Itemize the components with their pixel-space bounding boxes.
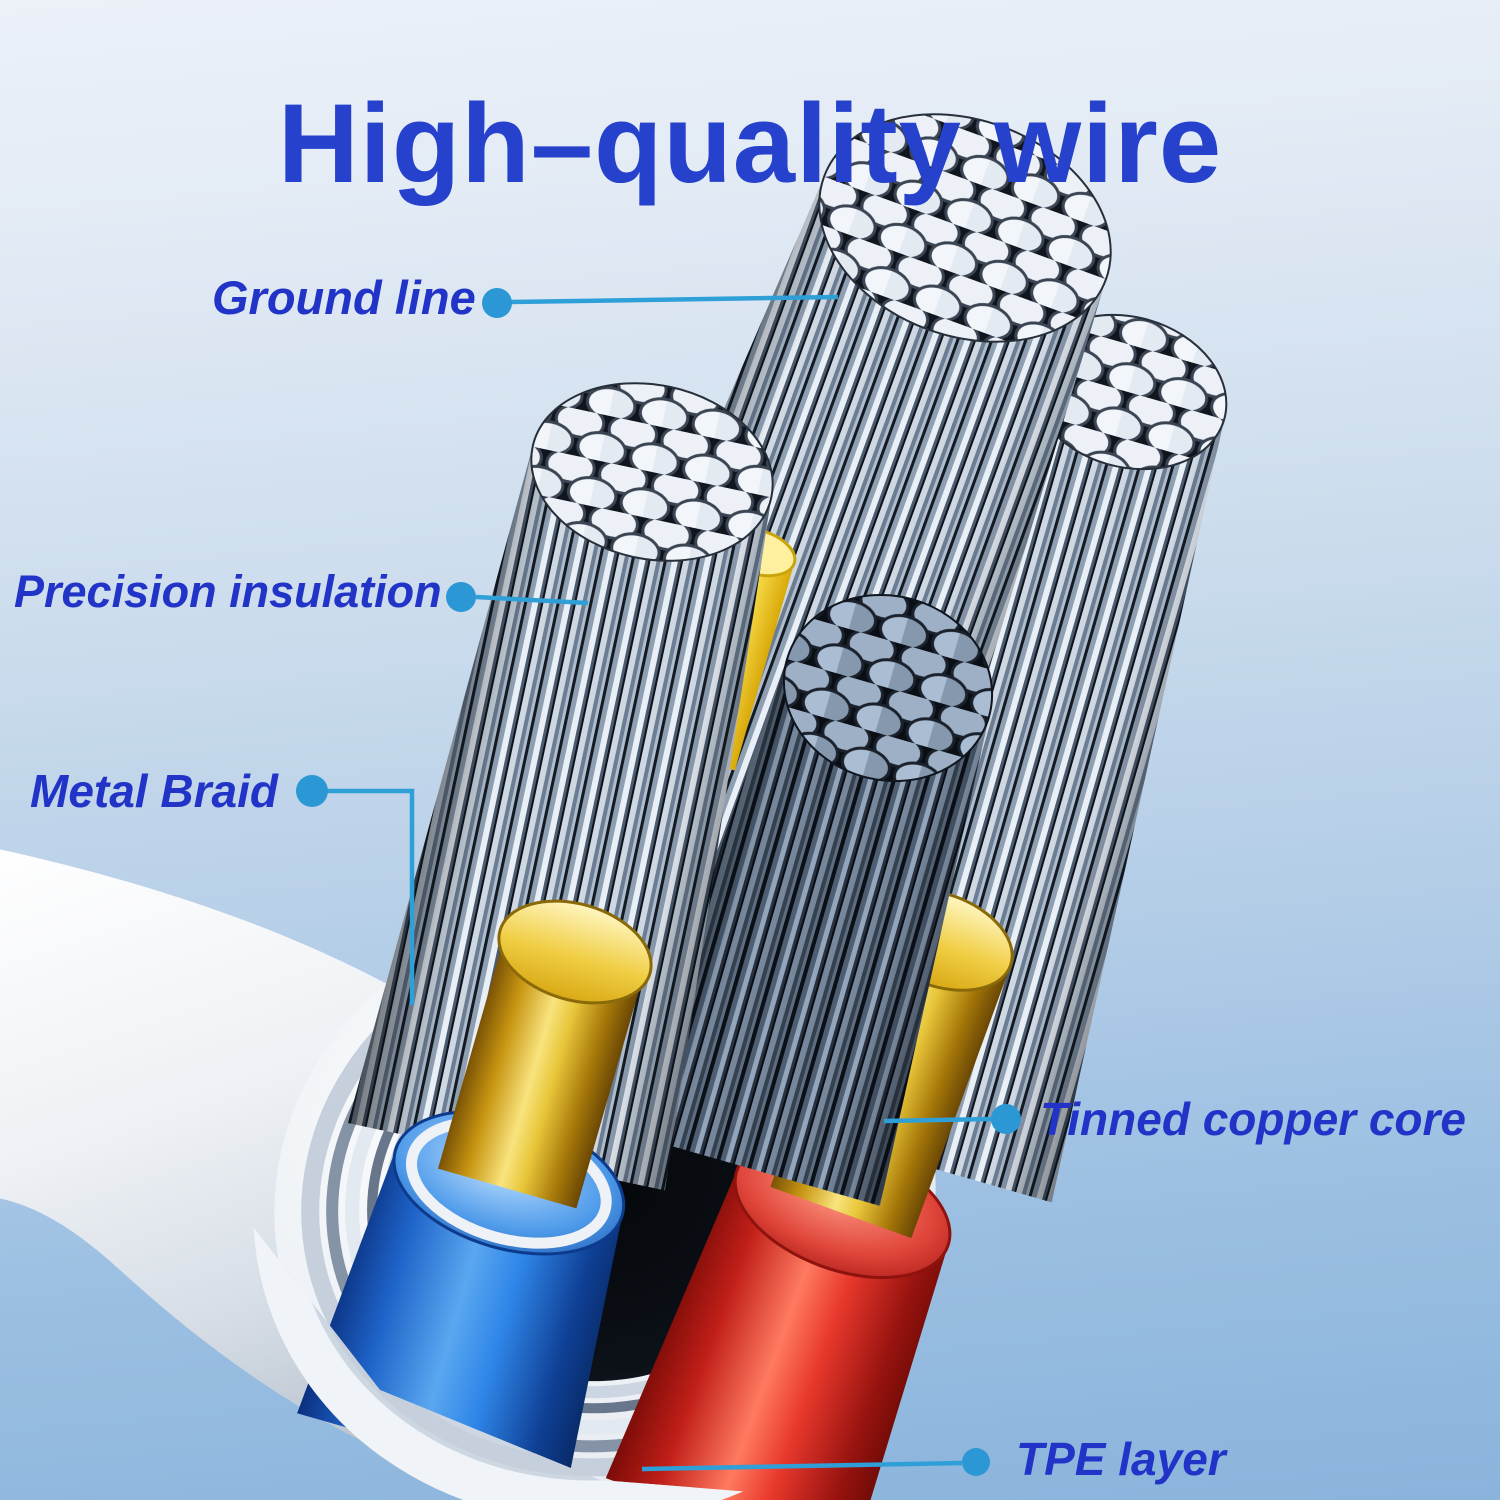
label-tinned-copper-core: Tinned copper core <box>1040 1093 1467 1145</box>
metal-braid-leader <box>296 775 415 1005</box>
label-precision-insulation: Precision insulation <box>14 566 442 617</box>
label-ground-line: Ground line <box>212 271 476 324</box>
left-strand-bundle <box>348 382 774 1191</box>
label-tpe-layer: TPE layer <box>1016 1433 1226 1485</box>
middle-strand-bundle <box>620 593 994 1206</box>
precision-insulation-leader <box>446 582 589 612</box>
ground-line-leader <box>482 288 839 318</box>
leader-lines <box>296 288 1021 1476</box>
tpe-layer-leader <box>641 1448 990 1476</box>
page-title: High–quality wire <box>277 81 1223 207</box>
label-metal-braid: Metal Braid <box>30 765 278 817</box>
tinned-copper-core-leader <box>883 1104 1021 1134</box>
